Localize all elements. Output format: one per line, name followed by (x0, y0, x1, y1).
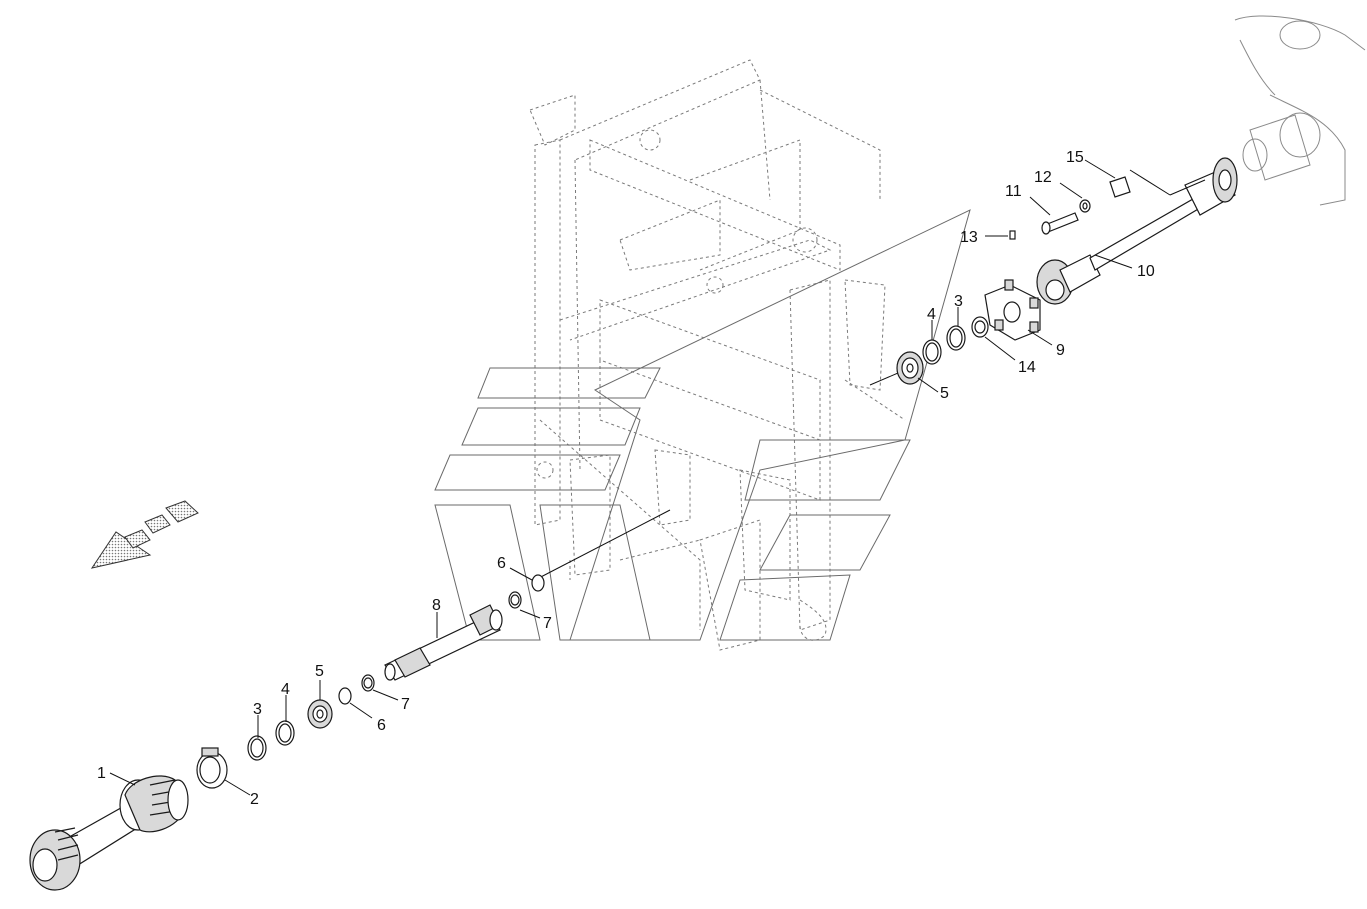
callout-3-left: 3 (253, 701, 262, 718)
callout-labels: 1 2 3 4 5 6 7 8 6 7 5 4 3 14 9 13 10 11 … (97, 149, 1155, 808)
part-3-ring-left (247, 735, 267, 761)
callout-10: 10 (1137, 263, 1155, 280)
assembly-axis-lines (534, 369, 906, 581)
part-13-screw (1009, 230, 1016, 240)
part-7-ring-left (361, 674, 375, 692)
part-10-drive-shaft (1036, 157, 1238, 305)
callout-8: 8 (432, 597, 441, 614)
callout-7-left: 7 (401, 696, 410, 713)
part-6-ring-left (338, 687, 352, 705)
part-1-pulley-shaft (29, 775, 189, 891)
part-11-bolt (1041, 212, 1079, 235)
part-2-clamp (196, 747, 228, 789)
part-4-ring-left (275, 720, 295, 746)
background-logo-outline (434, 209, 971, 641)
callout-4-left: 4 (281, 681, 290, 698)
drive-housing-outline (1234, 15, 1366, 206)
machine-frame (529, 59, 906, 651)
callout-13: 13 (960, 229, 978, 246)
callout-6-right: 6 (497, 555, 506, 572)
part-8-splined-shaft (384, 604, 503, 681)
part-3-ring-right (946, 325, 966, 351)
part-5-bearing-left (307, 699, 333, 729)
callout-15: 15 (1066, 149, 1084, 166)
part-6-ring-right (531, 574, 545, 592)
callout-5-left: 5 (315, 663, 324, 680)
callout-3-right: 3 (954, 293, 963, 310)
callout-6-left: 6 (377, 717, 386, 734)
callout-1: 1 (97, 765, 106, 782)
part-14-bushing (971, 316, 989, 338)
callout-12: 12 (1034, 169, 1052, 186)
forward-direction-arrow-icon (90, 500, 199, 569)
callout-7-right: 7 (543, 615, 552, 632)
callout-2: 2 (250, 791, 259, 808)
part-7-ring-right (508, 591, 522, 609)
callout-14: 14 (1018, 359, 1036, 376)
leader-lines (109, 159, 1206, 796)
part-12-washer (1079, 199, 1091, 213)
callout-9: 9 (1056, 342, 1065, 359)
callout-4-right: 4 (927, 306, 936, 323)
part-4-ring-right (922, 339, 942, 365)
callout-11: 11 (1005, 183, 1022, 200)
callout-5-right: 5 (940, 385, 949, 402)
part-9-star-coupling (984, 279, 1041, 341)
part-5-bearing-right (896, 351, 924, 385)
part-15-nut (1109, 176, 1131, 198)
